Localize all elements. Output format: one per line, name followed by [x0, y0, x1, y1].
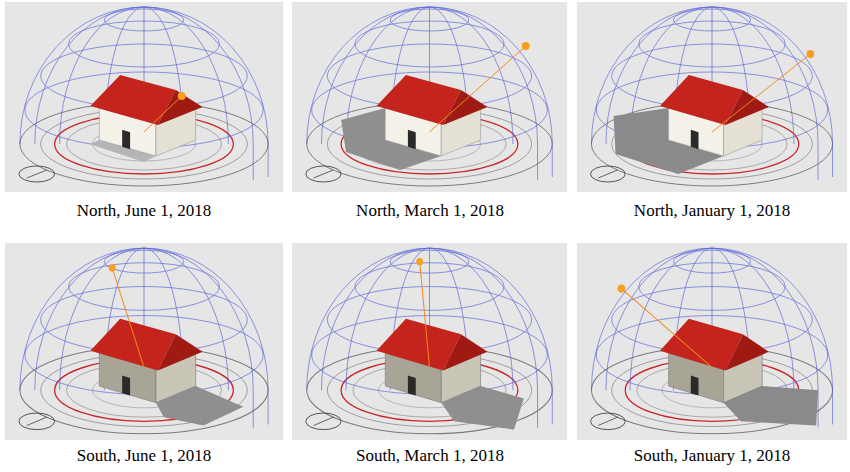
sun-path-render: [5, 2, 283, 192]
sun-path-render: [292, 2, 567, 192]
figure-caption: North, June 1, 2018: [77, 201, 212, 221]
figure-caption: South, March 1, 2018: [356, 446, 504, 466]
sun-path-render: [577, 2, 847, 192]
sun-path-render: [577, 243, 847, 440]
sun-path-render: [5, 243, 283, 440]
figure-caption: South, January 1, 2018: [634, 446, 790, 466]
sun-path-render: [292, 243, 567, 440]
figure-caption: South, June 1, 2018: [77, 446, 212, 466]
figure-caption: North, January 1, 2018: [634, 201, 790, 221]
figure-caption: North, March 1, 2018: [356, 201, 504, 221]
